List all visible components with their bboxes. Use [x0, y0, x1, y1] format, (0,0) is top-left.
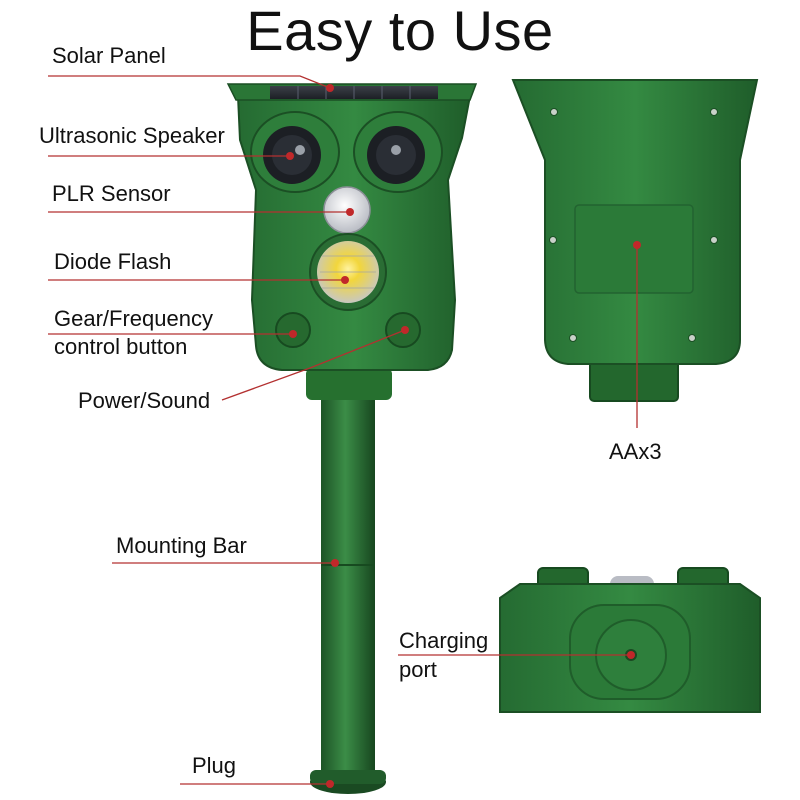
battery-cover [574, 204, 694, 294]
label-gear-frequency-line1: Gear/Frequency [54, 306, 213, 331]
label-ultrasonic-speaker: Ultrasonic Speaker [39, 123, 225, 148]
label-plr-sensor: PLR Sensor [52, 181, 171, 206]
front-device [226, 83, 478, 794]
label-charging-port-line2: port [399, 657, 437, 682]
bottom-device [499, 567, 761, 713]
page-title: Easy to Use [246, 0, 554, 62]
label-diode-flash: Diode Flash [54, 249, 172, 274]
label-charging-port-line1: Charging [399, 628, 489, 653]
label-gear-frequency-line2: control button [54, 334, 188, 359]
label-power-sound: Power/Sound [78, 388, 211, 413]
label-mounting-bar: Mounting Bar [116, 533, 247, 558]
back-device [511, 79, 759, 402]
label-battery: AAx3 [609, 439, 662, 464]
mounting-bar-pole [321, 392, 375, 787]
label-solar-panel: Solar Panel [52, 43, 166, 68]
leader-lines [48, 75, 638, 785]
pointer-dots [286, 84, 641, 788]
label-plug: Plug [192, 753, 237, 778]
pole-collar [306, 368, 392, 400]
